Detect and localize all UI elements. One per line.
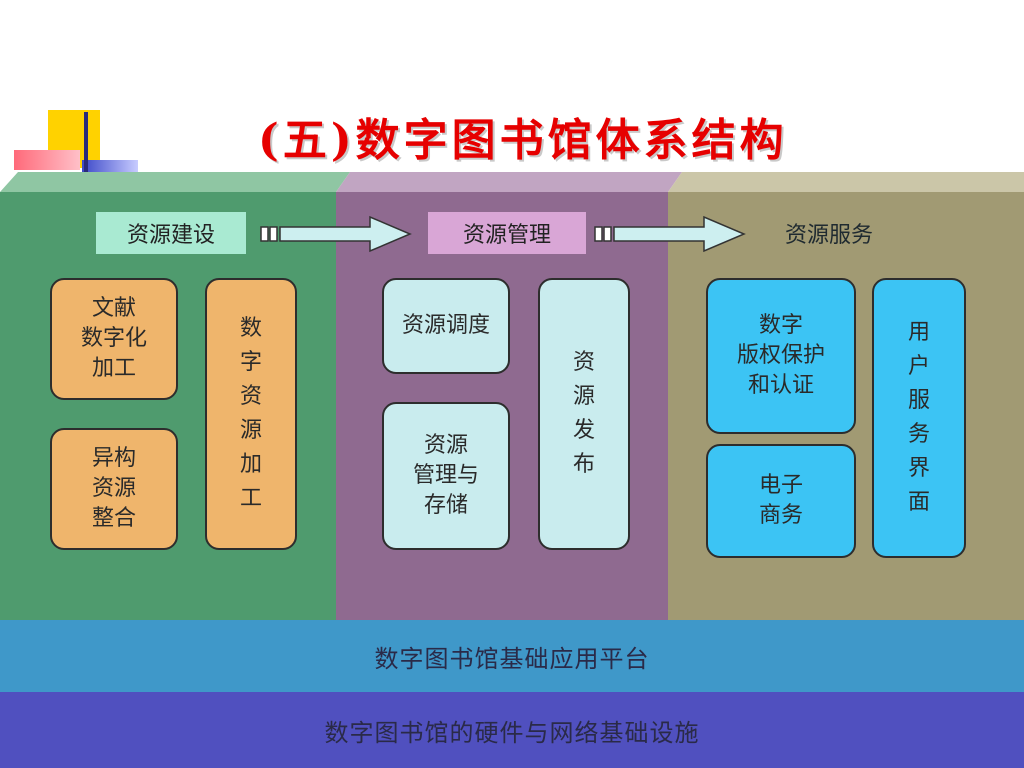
- box-digital-rights: 数字 版权保护 和认证: [706, 278, 856, 434]
- box-doc-digitization: 文献 数字化 加工: [50, 278, 178, 400]
- layer-platform-label: 数字图书馆基础应用平台: [374, 644, 650, 673]
- page-title: (五)数字图书馆体系结构: [258, 115, 788, 166]
- box-e-commerce: 电子 商务: [706, 444, 856, 558]
- box-resource-publishing: 资 源 发 布: [538, 278, 630, 550]
- box-digital-resource-processing: 数 字 资 源 加 工: [205, 278, 297, 550]
- stage-label-manage: 资源管理: [428, 212, 586, 254]
- box-resource-mgmt-storage-label: 资源 管理与 存储: [412, 433, 479, 518]
- box-heterogeneous-integration-label: 异构 资源 整合: [91, 446, 136, 531]
- box-user-interface-label: 用 户 服 务 界 面: [907, 320, 930, 515]
- box-digital-resource-processing-label: 数 字 资 源 加 工: [239, 316, 262, 511]
- arrow-manage-to-service: [594, 215, 746, 253]
- box-digital-rights-label: 数字 版权保护 和认证: [736, 313, 825, 398]
- top-face-green: [0, 172, 350, 192]
- box-e-commerce-label: 电子 商务: [758, 473, 803, 528]
- box-resource-mgmt-storage: 资源 管理与 存储: [382, 402, 510, 550]
- stage-label-service: 资源服务: [784, 223, 873, 248]
- top-face-purple: [336, 172, 682, 192]
- stage-label-build: 资源建设: [96, 212, 246, 254]
- box-user-interface: 用 户 服 务 界 面: [872, 278, 966, 558]
- box-heterogeneous-integration: 异构 资源 整合: [50, 428, 178, 550]
- box-resource-scheduling-label: 资源调度: [401, 313, 490, 338]
- box-resource-publishing-label: 资 源 发 布: [572, 350, 595, 477]
- title-decoration-line: [84, 112, 88, 172]
- box-resource-scheduling: 资源调度: [382, 278, 510, 374]
- title-decoration-red: [14, 150, 80, 170]
- box-doc-digitization-label: 文献 数字化 加工: [80, 296, 147, 381]
- layer-infrastructure: 数字图书馆的硬件与网络基础设施: [0, 692, 1024, 768]
- diagram-top-face: [0, 172, 1024, 192]
- title-decoration-blue: [82, 160, 138, 174]
- arrow-build-to-manage: [260, 215, 412, 253]
- layer-platform: 数字图书馆基础应用平台: [0, 620, 1024, 692]
- top-face-olive: [668, 172, 1024, 192]
- layer-infrastructure-label: 数字图书馆的硬件与网络基础设施: [324, 718, 700, 747]
